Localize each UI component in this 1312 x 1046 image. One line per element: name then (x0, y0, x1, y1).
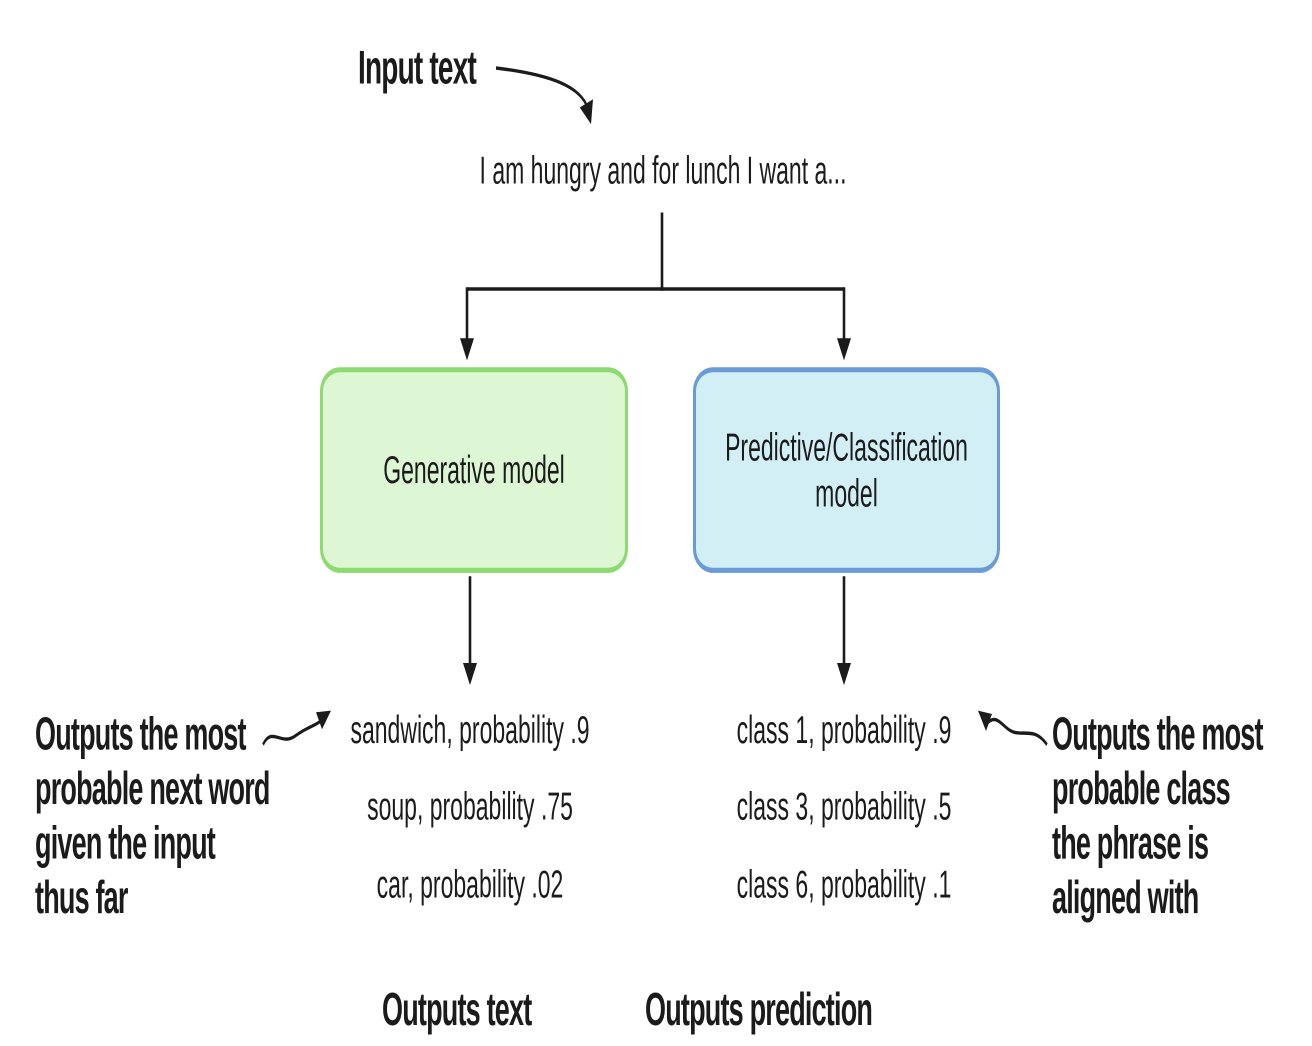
generative-output-1: sandwich, probability .9 (350, 707, 590, 752)
generative-output-arrow (463, 576, 477, 686)
generative-annotation-line1: Outputs the most (35, 708, 247, 760)
predictive-model-label: Predictive/Classification model (725, 424, 968, 516)
arrowhead-to-generative (460, 338, 474, 361)
predictive-model-label-line1: Predictive/Classification (725, 424, 968, 469)
right-annotation-squiggle-arrow (978, 710, 1048, 746)
input-sentence: I am hungry and for lunch I want a... (479, 147, 847, 193)
predictive-annotation-line3: the phrase is (1052, 817, 1209, 869)
generative-output-3: car, probability .02 (376, 861, 564, 907)
predictive-output-3: class 6, probability .1 (736, 861, 952, 907)
predictive-model-box: Predictive/Classification model (693, 367, 1000, 573)
generative-annotation-line4: thus far (35, 872, 128, 924)
predictive-annotation-line4: aligned with (1052, 872, 1199, 924)
left-annotation-squiggle-arrow (262, 710, 331, 746)
branch-connector (460, 212, 851, 361)
input-curved-arrow (495, 66, 593, 125)
predictive-output-arrow (837, 576, 851, 686)
outputs-prediction-caption: Outputs prediction (645, 984, 873, 1036)
predictive-output-1: class 1, probability .9 (736, 707, 952, 752)
predictive-output-2: class 3, probability .5 (736, 783, 952, 828)
generative-model-box: Generative model (320, 367, 628, 573)
generative-annotation: Outputs the most probable next word give… (35, 707, 270, 925)
predictive-annotation-line1: Outputs the most (1052, 708, 1264, 760)
arrowhead-to-predictive (837, 338, 851, 361)
generative-model-label: Generative model (383, 447, 565, 492)
outputs-text-caption: Outputs text (382, 984, 532, 1036)
predictive-annotation-line2: probable class (1052, 763, 1231, 815)
predictive-model-label-line2: model (815, 470, 878, 515)
generative-annotation-line2: probable next word (35, 763, 270, 815)
input-text-label: Input text (358, 40, 477, 94)
generative-output-2: soup, probability .75 (367, 783, 573, 828)
generative-annotation-line3: given the input (35, 817, 216, 869)
predictive-annotation: Outputs the most probable class the phra… (1052, 707, 1264, 925)
